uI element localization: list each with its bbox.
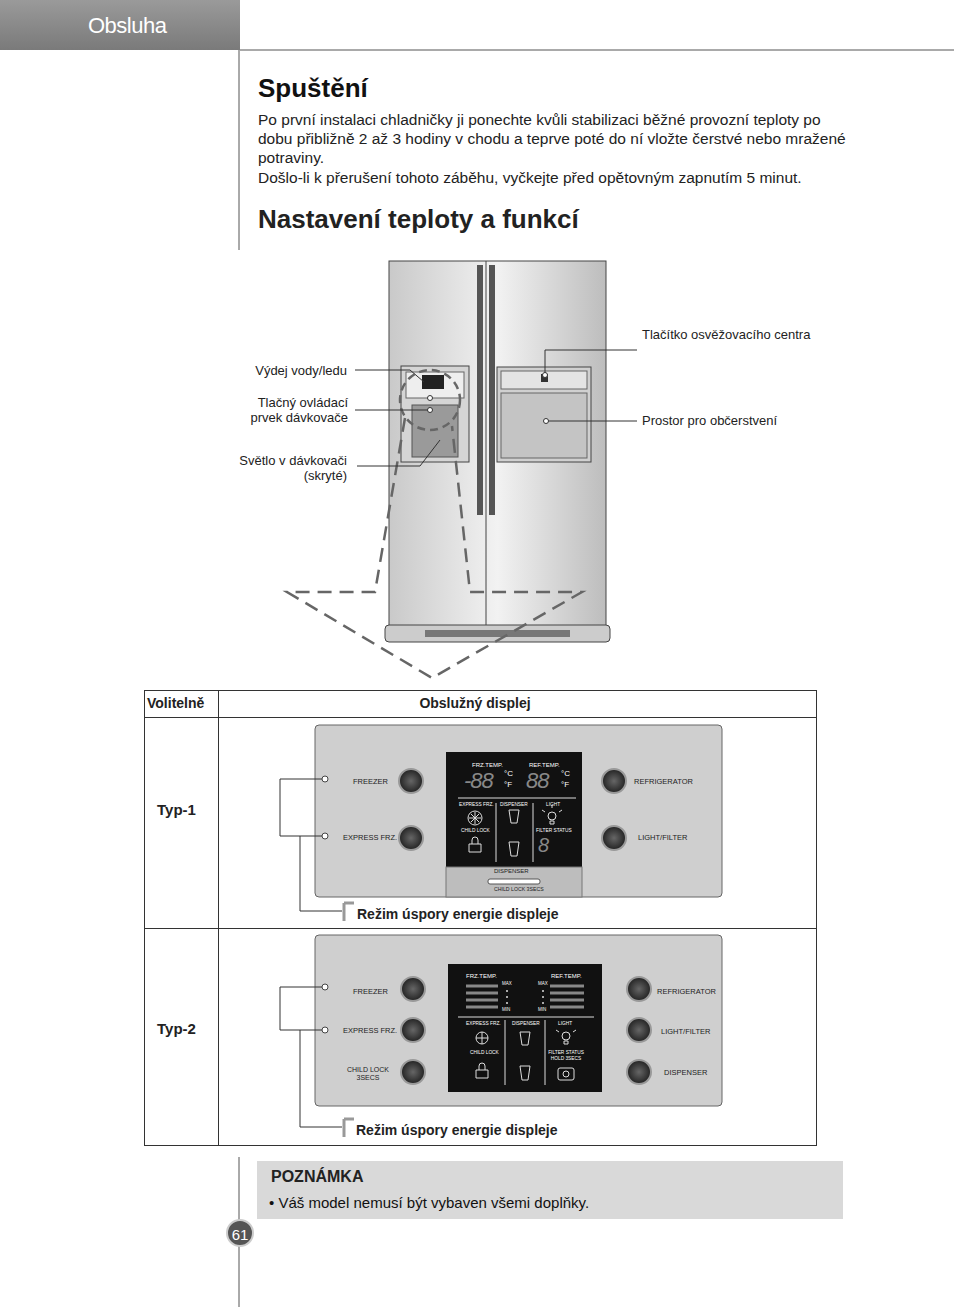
display-label: MAX bbox=[538, 981, 548, 986]
section-heading: Spuštění bbox=[258, 73, 368, 104]
display-label: CHILD LOCK bbox=[461, 828, 490, 834]
section-tab: Obsluha bbox=[0, 0, 240, 50]
leader-lines bbox=[355, 350, 637, 466]
display-label: EXPRESS FRZ. bbox=[466, 1021, 501, 1027]
display-label: MIN bbox=[502, 1007, 510, 1012]
button-label: REFRIGERATOR bbox=[657, 987, 716, 996]
display-label: FILTER STATUS HOLD 3SECS bbox=[548, 1050, 584, 1062]
node-text: 61 bbox=[228, 1226, 252, 1243]
table-header: Obslužný displej bbox=[380, 695, 570, 712]
button-label: REFRIGERATOR bbox=[634, 777, 693, 786]
note-box: POZNÁMKA • Váš model nemusí být vybaven v… bbox=[257, 1161, 843, 1219]
button-label: LIGHT/FILTER bbox=[638, 833, 687, 842]
callout-label: Světlo v dávkovači (skryté) bbox=[207, 453, 347, 483]
panel-label: DISPENSER bbox=[494, 868, 529, 875]
display-label: DISPENSER bbox=[512, 1021, 540, 1027]
display-label: CHILD LOCK bbox=[470, 1050, 499, 1056]
button-label: EXPRESS FRZ. bbox=[343, 1026, 397, 1035]
button-label: FREEZER bbox=[353, 777, 388, 786]
button-label: LIGHT/FILTER bbox=[661, 1027, 710, 1036]
callout-label: Výdej vody/ledu bbox=[207, 363, 347, 379]
node-body: • Váš model nemusí být vybaven všemi dop… bbox=[269, 1194, 829, 1211]
section-heading: Nastavení teploty a funkcí bbox=[258, 204, 898, 235]
control-panel-type2 bbox=[280, 935, 722, 1137]
display-label: FILTER STATUS bbox=[536, 828, 572, 834]
display-digits: 88 bbox=[526, 768, 548, 794]
node-text: Obsluha bbox=[88, 13, 166, 39]
button-label: FREEZER bbox=[353, 987, 388, 996]
button-label: CHILD LOCK 3SECS bbox=[345, 1066, 391, 1082]
unit-label: °C bbox=[504, 769, 513, 779]
display-label: EXPRESS FRZ. bbox=[459, 802, 494, 808]
button-label: EXPRESS FRZ. bbox=[343, 833, 397, 842]
panel-label: CHILD LOCK 3SECS bbox=[494, 886, 544, 892]
display-digits: 8 bbox=[538, 833, 549, 857]
table-grid bbox=[144, 690, 817, 1146]
display-label: DISPENSER bbox=[500, 802, 528, 808]
body-paragraph: Došlo-li k přerušení tohoto záběhu, vyčk… bbox=[258, 169, 858, 188]
display-label: MIN bbox=[538, 1007, 546, 1012]
node-text: POZNÁMKA bbox=[271, 1168, 829, 1186]
button-label: DISPENSER bbox=[664, 1068, 707, 1077]
unit-label: °F bbox=[561, 780, 569, 790]
callout-label: Tlačítko osvěžovacího centra bbox=[642, 327, 812, 342]
row-header: Typ-2 bbox=[157, 1020, 217, 1038]
page-number: 61 bbox=[226, 1219, 254, 1247]
callout-label: Tlačný ovládací prvek dávkovače bbox=[228, 395, 348, 425]
control-panel-type1 bbox=[280, 725, 722, 921]
callout-label: Režim úspory energie displeje bbox=[357, 906, 617, 923]
callout-label: Prostor pro občerstvení bbox=[642, 413, 812, 429]
callout-label: Režim úspory energie displeje bbox=[356, 1122, 616, 1139]
display-label: FRZ.TEMP. bbox=[466, 973, 497, 980]
row-header: Typ-1 bbox=[157, 801, 217, 819]
display-digits: -88 bbox=[464, 768, 493, 794]
table-header: Volitelně bbox=[147, 695, 217, 712]
display-label: LIGHT bbox=[558, 1021, 572, 1027]
unit-label: °C bbox=[561, 769, 570, 779]
display-label: LIGHT bbox=[546, 802, 560, 808]
unit-label: °F bbox=[504, 780, 512, 790]
display-label: MAX bbox=[502, 981, 512, 986]
display-label: REF.TEMP. bbox=[551, 973, 582, 980]
body-paragraph: Po první instalaci chladničky ji ponecht… bbox=[258, 110, 858, 167]
